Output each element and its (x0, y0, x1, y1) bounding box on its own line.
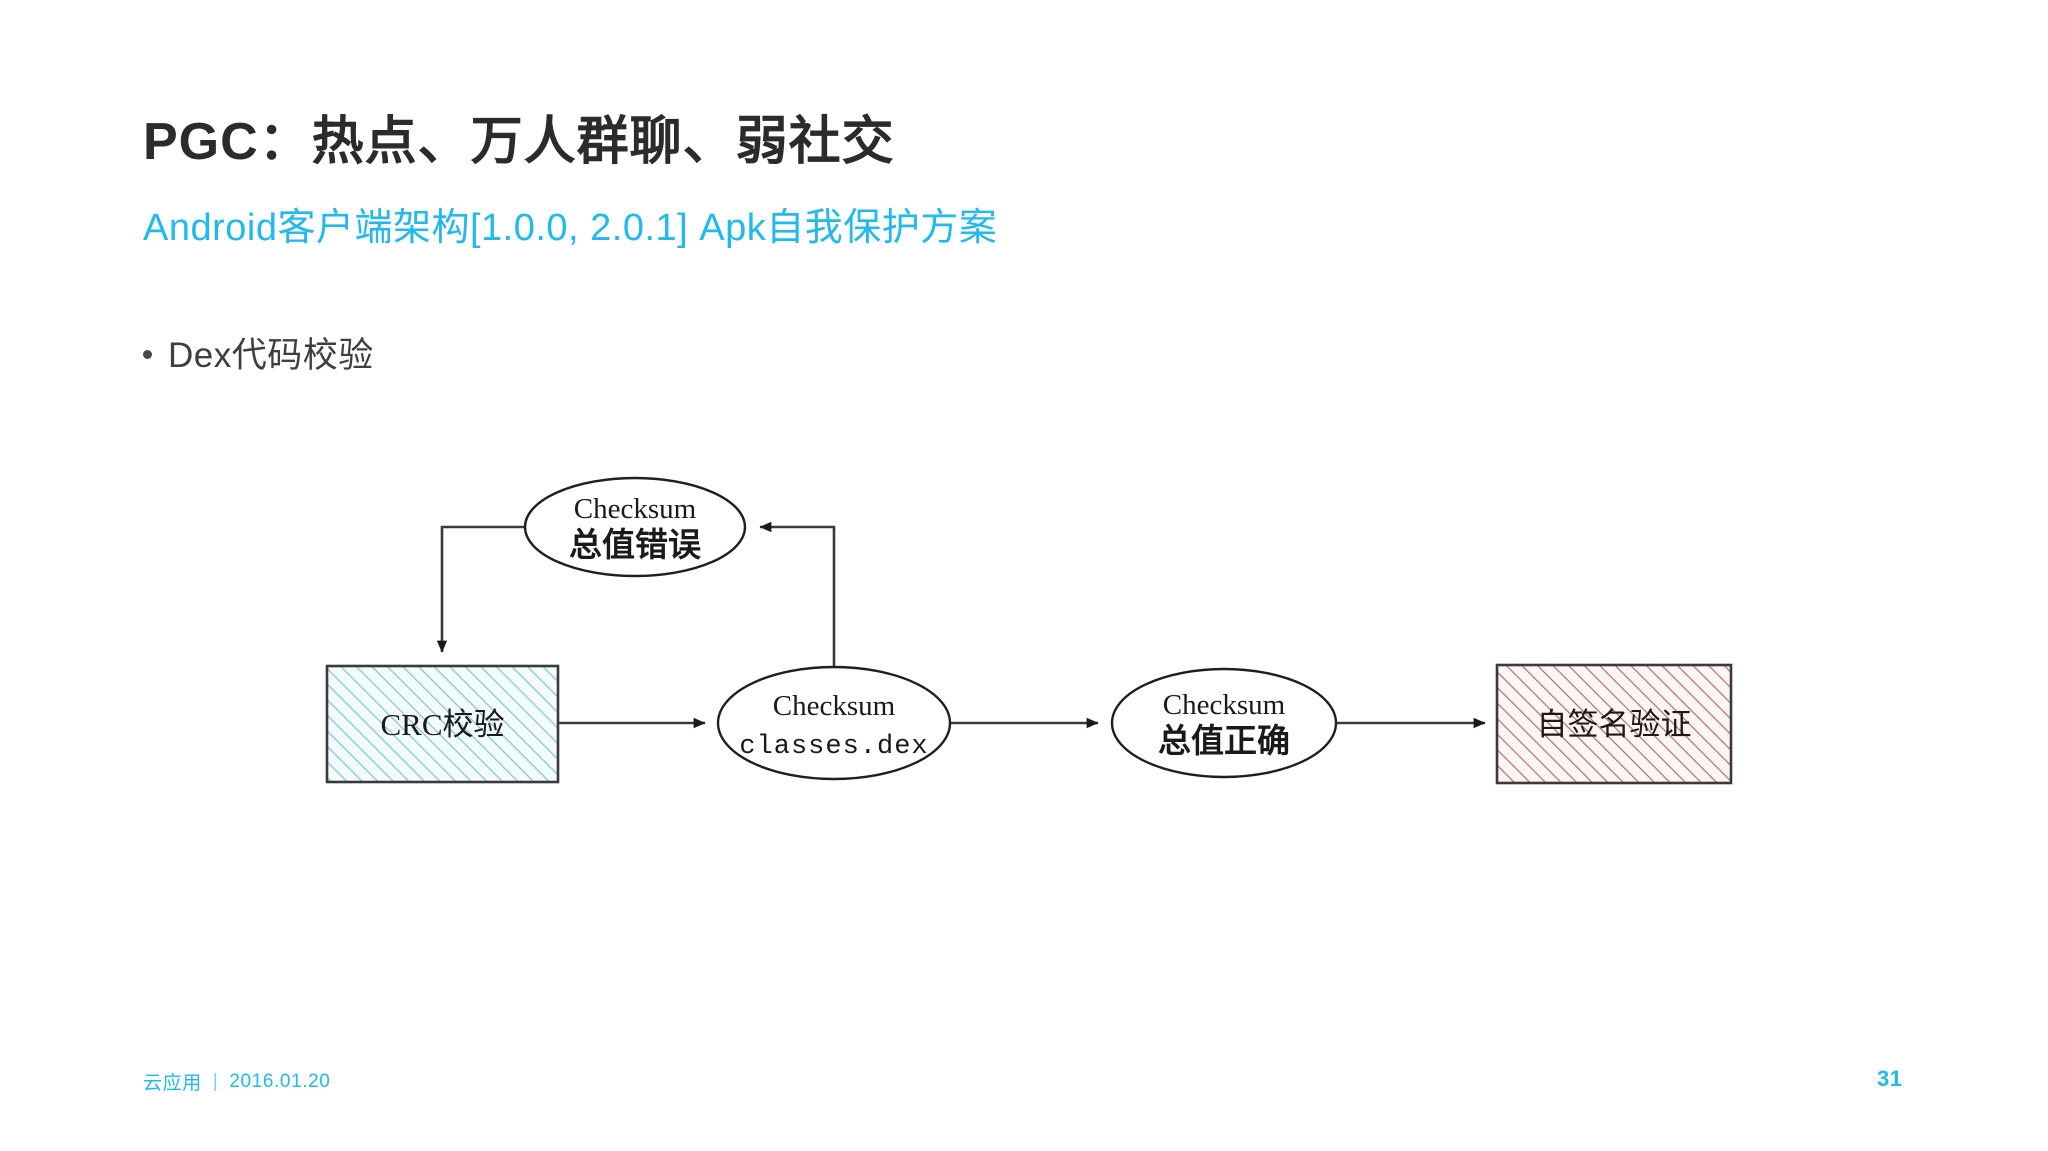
node-checksum-classes-dex: Checksum classes.dex (716, 665, 952, 781)
node-checksum-error-label-en: Checksum (574, 493, 697, 525)
edge-classesdex-to-checksumerror (759, 521, 836, 667)
node-self-sign-verify: 自签名验证 (1495, 663, 1733, 785)
node-checksum-ok: Checksum 总值正确 (1110, 667, 1338, 779)
footer-separator: | (212, 1070, 219, 1092)
bullet-dot-icon (143, 350, 152, 359)
bullet-item-label: Dex代码校验 (168, 336, 374, 375)
node-checksum-classes-dex-label-file: classes.dex (739, 732, 928, 762)
page-number: 31 (1877, 1066, 1903, 1091)
node-checksum-classes-dex-label-en: Checksum (773, 690, 896, 722)
node-crc-check: CRC校验 (325, 664, 560, 784)
edge-checksumerror-to-crc (436, 525, 525, 653)
page-subtitle: Android客户端架构[1.0.0, 2.0.1] Apk自我保护方案 (143, 207, 998, 249)
footer-date: 2016.01.20 (229, 1070, 331, 1092)
node-checksum-ok-label-en: Checksum (1163, 689, 1286, 721)
footer-brand-label: 云应用 (143, 1073, 202, 1094)
node-checksum-error: Checksum 总值错误 (523, 476, 747, 578)
bullet-item: Dex代码校验 (143, 327, 374, 378)
node-crc-check-label: CRC校验 (380, 707, 504, 742)
node-self-sign-verify-label: 自签名验证 (1537, 707, 1692, 742)
slide-footer: 云应用 | 2016.01.20 (143, 1068, 330, 1095)
node-checksum-ok-label-cn: 总值正确 (1158, 721, 1290, 760)
page-title: PGC：热点、万人群聊、弱社交 (143, 113, 895, 171)
node-checksum-error-label-cn: 总值错误 (569, 525, 701, 564)
